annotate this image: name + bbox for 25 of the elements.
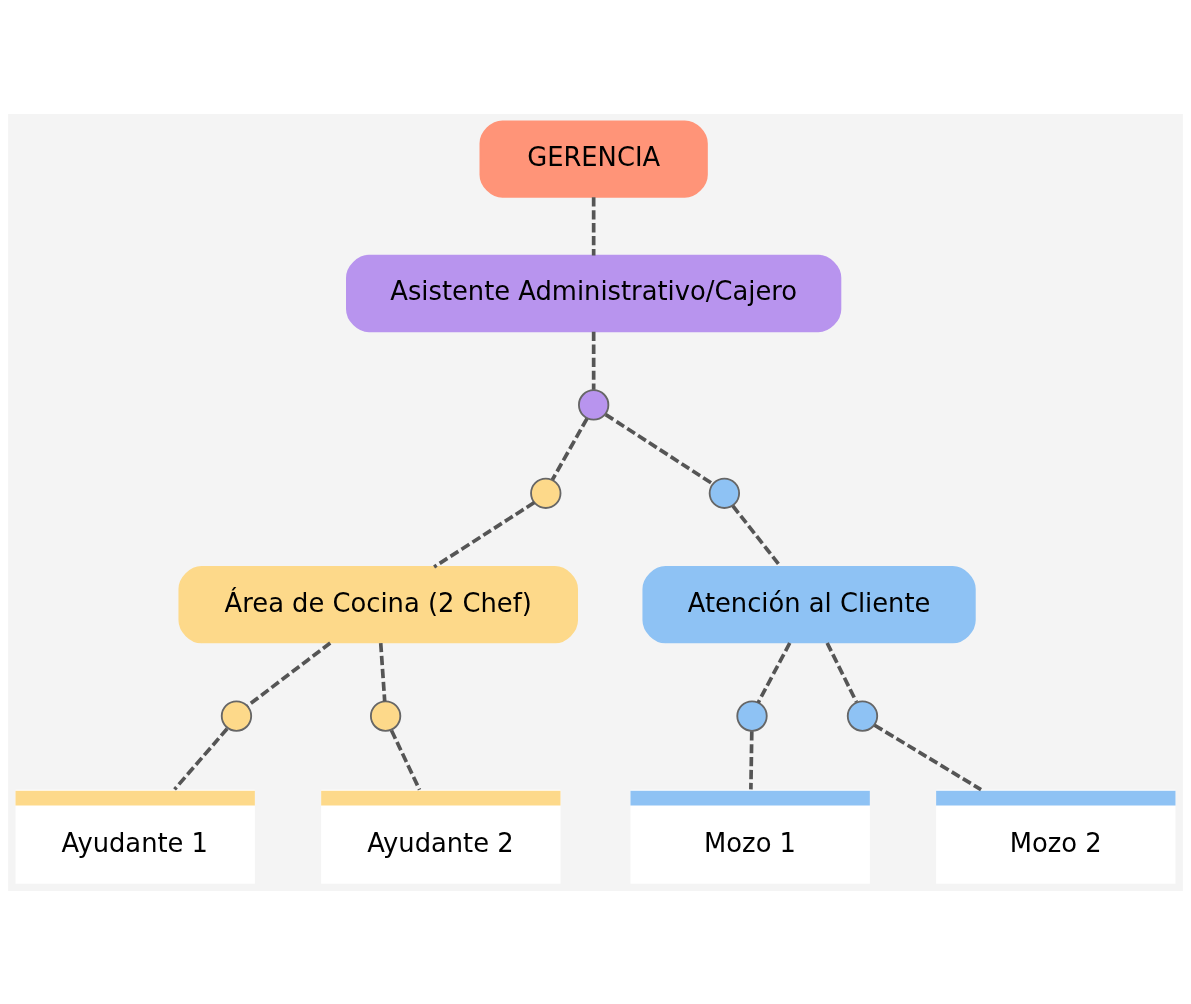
connector (873, 723, 982, 791)
connector (433, 500, 536, 568)
connector (389, 729, 422, 790)
node-box: Atención al Cliente (642, 565, 976, 643)
node-box: Asistente Administrativo/Cajero (346, 254, 842, 332)
node-circle (530, 477, 562, 509)
connector (604, 412, 714, 485)
node-circle (708, 477, 741, 509)
connector (550, 417, 589, 481)
node-circle (220, 699, 253, 732)
node-box: Área de Cocina (2 Chef) (178, 565, 578, 643)
node-circle (846, 699, 879, 732)
connector (173, 727, 229, 791)
node-circle (736, 699, 768, 732)
connector (591, 331, 596, 390)
connector (378, 642, 387, 701)
connector (756, 641, 792, 703)
node-circle (578, 388, 610, 421)
connector (591, 196, 596, 255)
node-box: GERENCIA (479, 119, 708, 198)
node-circle (369, 699, 402, 732)
connector (246, 641, 332, 707)
connector (825, 641, 859, 703)
connector (731, 504, 782, 568)
connector (749, 730, 754, 789)
